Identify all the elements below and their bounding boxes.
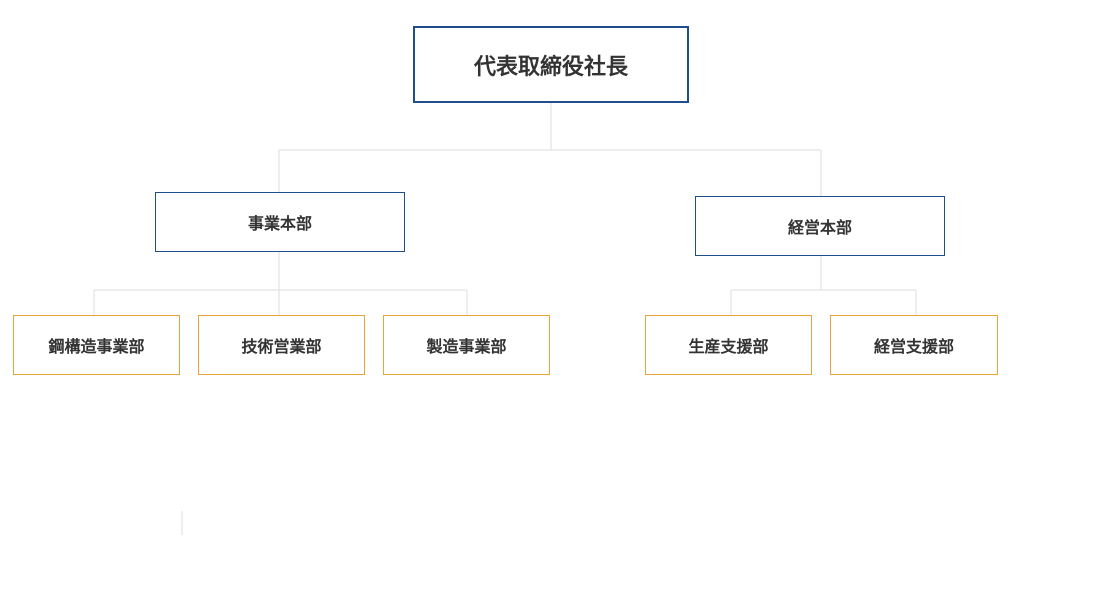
node-department-kokozo: 鋼構造事業部 — [13, 315, 180, 375]
node-division-jigyo: 事業本部 — [155, 192, 405, 252]
node-division-jigyo-label: 事業本部 — [247, 214, 312, 233]
node-division-keiei-label: 経営本部 — [787, 218, 852, 237]
node-department-label: 技術営業部 — [241, 337, 322, 356]
node-department-gijutsu: 技術営業部 — [198, 315, 365, 375]
node-department-label: 製造事業部 — [426, 337, 507, 356]
node-department-label: 鋼構造事業部 — [48, 337, 145, 356]
node-department-seisan: 生産支援部 — [645, 315, 812, 375]
node-department-seizo: 製造事業部 — [383, 315, 550, 375]
node-ceo-label: 代表取締役社長 — [473, 54, 628, 80]
node-department-label: 生産支援部 — [688, 337, 769, 356]
node-department-keieishien: 経営支援部 — [830, 315, 998, 375]
node-department-label: 経営支援部 — [873, 337, 954, 356]
node-ceo: 代表取締役社長 — [413, 26, 689, 103]
node-division-keiei: 経営本部 — [695, 196, 945, 256]
